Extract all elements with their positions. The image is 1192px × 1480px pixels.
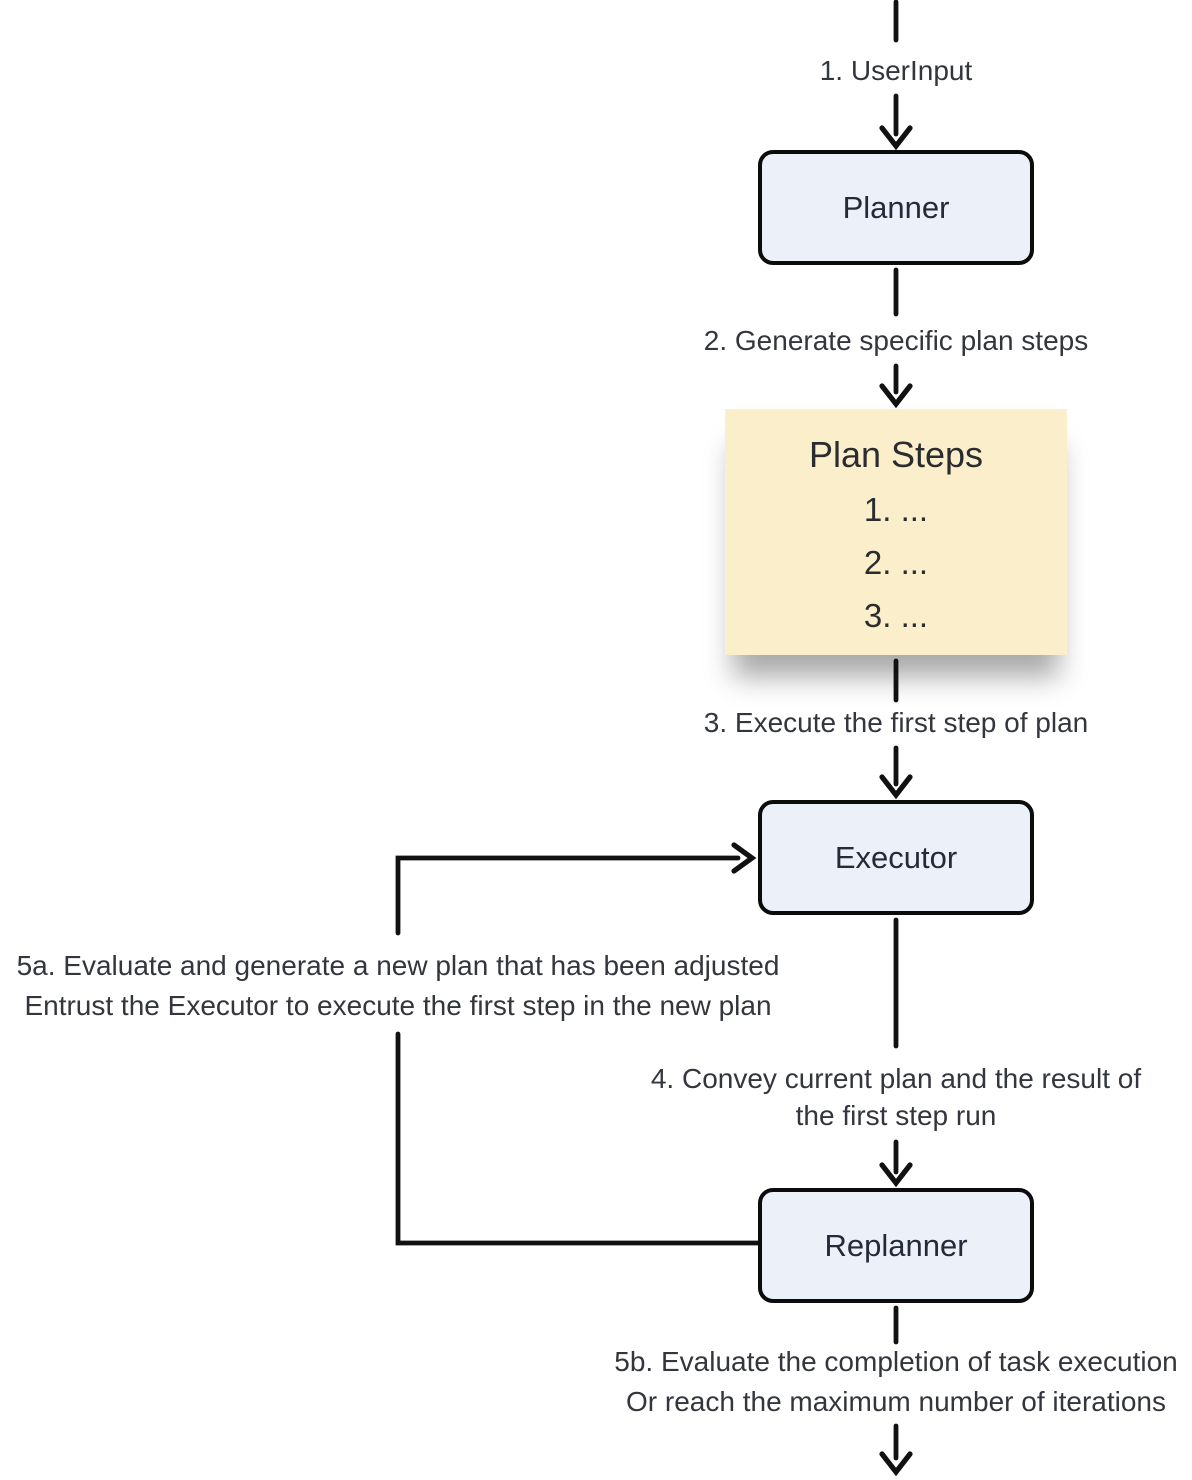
node-plan-steps: Plan Steps 1. ... 2. ... 3. ... bbox=[725, 409, 1067, 655]
plan-steps-title: Plan Steps bbox=[808, 434, 984, 475]
edge-label-replan-line2: Entrust the Executor to execute the firs… bbox=[24, 990, 772, 1021]
plan-steps-item: 1. ... bbox=[863, 491, 929, 528]
arrowhead-down-finish bbox=[879, 1451, 913, 1477]
arrowhead-down-userinput bbox=[879, 125, 913, 151]
node-replanner-label: Replanner bbox=[824, 1227, 968, 1263]
edge-label-finish-line1: 5b. Evaluate the completion of task exec… bbox=[614, 1346, 1178, 1377]
edge-label-finish-line2: Or reach the maximum number of iteration… bbox=[626, 1386, 1166, 1417]
node-executor-label: Executor bbox=[834, 839, 958, 875]
edge-label-convey-line1: 4. Convey current plan and the result of bbox=[650, 1063, 1142, 1094]
edge-label-execute-first: 3. Execute the first step of plan bbox=[703, 707, 1089, 738]
edge-replan-loop-line bbox=[395, 855, 761, 1246]
plan-steps-item: 2. ... bbox=[863, 544, 929, 581]
node-planner: Planner bbox=[758, 150, 1034, 265]
node-executor: Executor bbox=[758, 800, 1034, 915]
edge-label-user-input: 1. UserInput bbox=[819, 55, 973, 86]
node-planner-label: Planner bbox=[842, 189, 950, 225]
edge-label-convey-line2: the first step run bbox=[795, 1100, 997, 1131]
arrowhead-down-execute bbox=[879, 774, 913, 800]
edge-label-generate-steps: 2. Generate specific plan steps bbox=[703, 325, 1089, 356]
plan-steps-item: 3. ... bbox=[863, 597, 929, 634]
edge-label-replan-line1: 5a. Evaluate and generate a new plan tha… bbox=[16, 950, 780, 981]
node-replanner: Replanner bbox=[758, 1188, 1034, 1303]
arrowhead-down-convey bbox=[879, 1162, 913, 1188]
arrowhead-down-generate bbox=[879, 383, 913, 409]
arrowhead-right-replan bbox=[731, 842, 757, 874]
